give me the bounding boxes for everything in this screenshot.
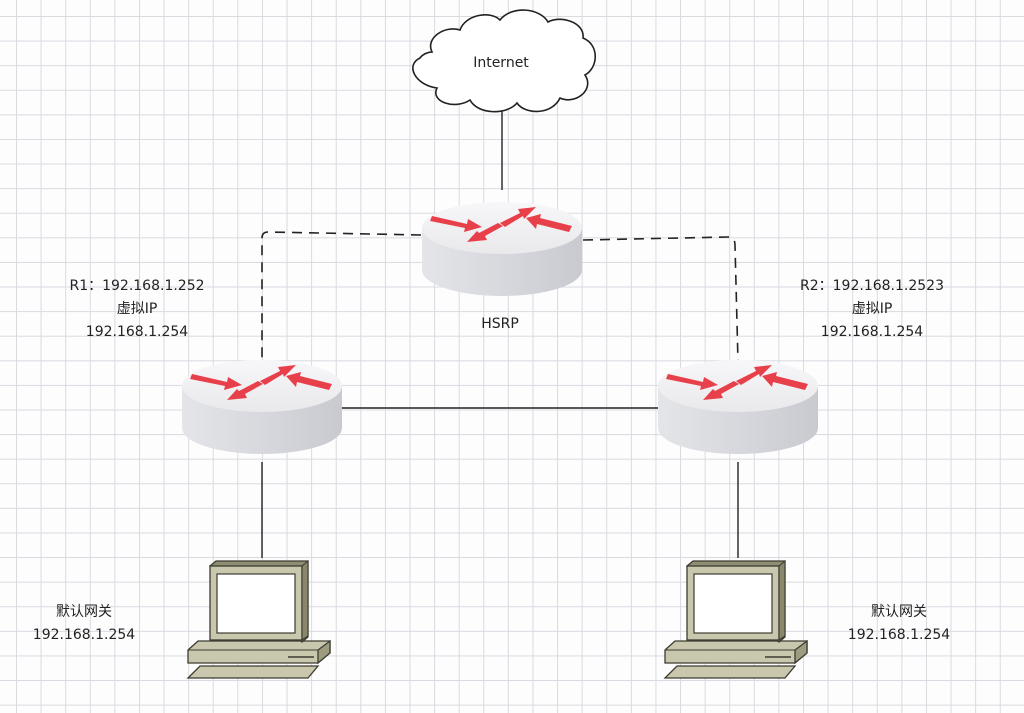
pc-right-label: 默认网关 192.168.1.254: [848, 601, 950, 647]
pc-right-gateway-value: 192.168.1.254: [847, 627, 951, 643]
pc-left-label: 默认网关 192.168.1.254: [33, 601, 135, 647]
r1-router-icon[interactable]: [182, 360, 342, 454]
r2-label: R2：192.168.1.2523 虚拟IP 192.168.1.254: [800, 275, 944, 344]
hsrp-label: HSRP: [481, 316, 519, 332]
pc-left-gateway-title: 默认网关: [56, 604, 112, 620]
link-hsrp-r2-dashed: [582, 236, 739, 363]
links: [261, 108, 739, 558]
r1-ip-line: R1：192.168.1.252: [69, 278, 205, 294]
link-hsrp-r1-dashed: [261, 231, 422, 362]
r1-label: R1：192.168.1.252 虚拟IP 192.168.1.254: [69, 275, 204, 344]
r1-virtual-ip-value: 192.168.1.254: [85, 324, 189, 340]
r2-virtual-ip-value: 192.168.1.254: [820, 324, 924, 340]
hsrp-router-icon[interactable]: [422, 202, 582, 296]
pc-right-icon[interactable]: [664, 560, 808, 679]
pc-left-gateway-value: 192.168.1.254: [32, 627, 136, 643]
internet-label: Internet: [473, 55, 529, 71]
pc-right-gateway-title: 默认网关: [871, 604, 927, 620]
r2-router-icon[interactable]: [658, 360, 818, 454]
r1-virtual-ip-title: 虚拟IP: [116, 301, 158, 317]
internet-cloud-icon[interactable]: [412, 9, 597, 113]
pc-left-icon[interactable]: [187, 560, 331, 679]
r2-ip-line: R2：192.168.1.2523: [800, 278, 944, 294]
r2-virtual-ip-title: 虚拟IP: [851, 301, 893, 317]
